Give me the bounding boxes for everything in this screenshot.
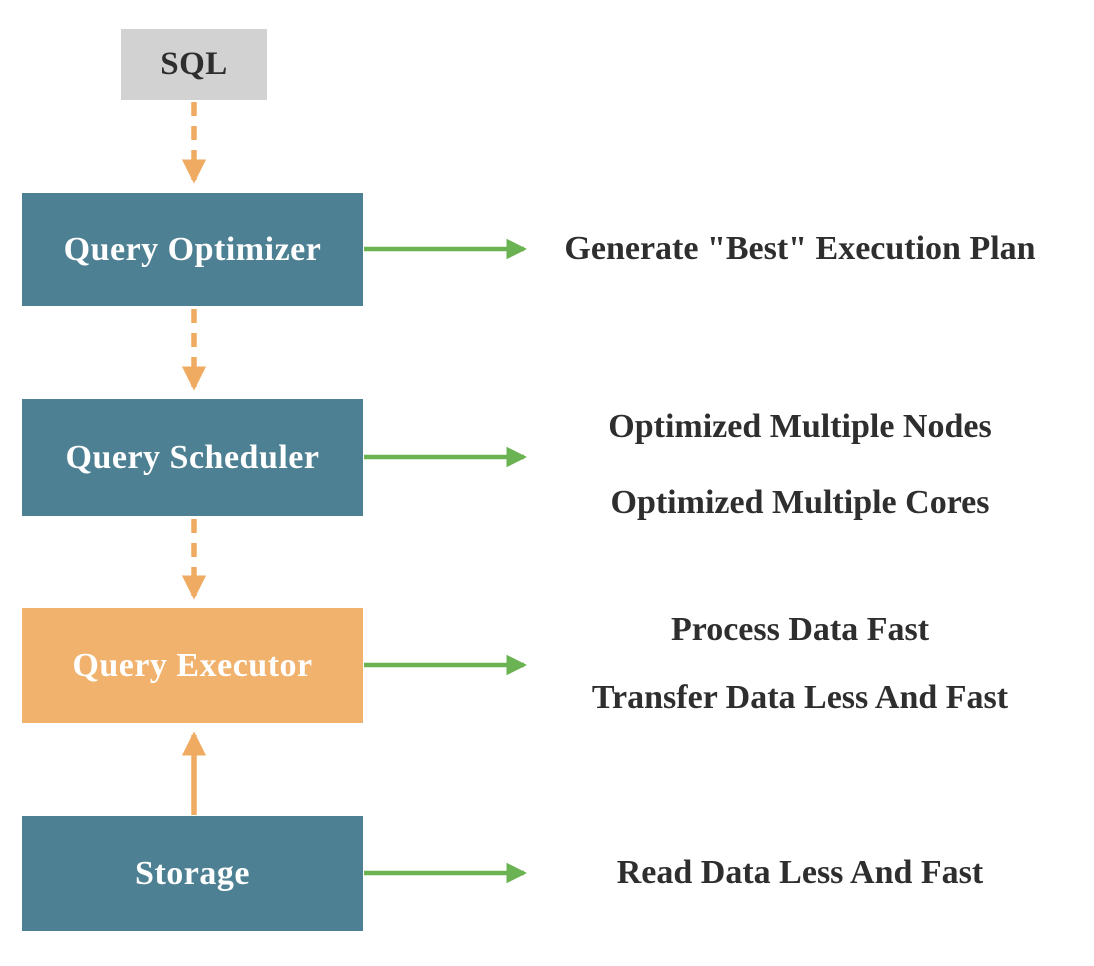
annotation-scheduler-line-1: Optimized Multiple Nodes (608, 408, 992, 445)
annotation-storage-line-1: Read Data Less And Fast (616, 854, 984, 891)
node-sql-label: SQL (160, 46, 228, 82)
node-query-scheduler-label: Query Scheduler (65, 438, 320, 476)
node-query-executor: Query Executor (22, 608, 363, 723)
node-query-optimizer-label: Query Optimizer (63, 230, 322, 268)
annotation-executor-line-2: Transfer Data Less And Fast (591, 679, 1009, 716)
node-query-optimizer: Query Optimizer (22, 193, 363, 306)
node-sql: SQL (121, 29, 267, 100)
node-storage-label: Storage (135, 854, 250, 892)
annotation-executor-line-1: Process Data Fast (670, 611, 930, 648)
node-query-executor-label: Query Executor (72, 646, 313, 684)
node-storage: Storage (22, 816, 363, 931)
annotation-optimizer-line-1: Generate "Best" Execution Plan (564, 230, 1036, 267)
node-query-scheduler: Query Scheduler (22, 399, 363, 516)
annotation-scheduler-line-2: Optimized Multiple Cores (610, 484, 990, 521)
